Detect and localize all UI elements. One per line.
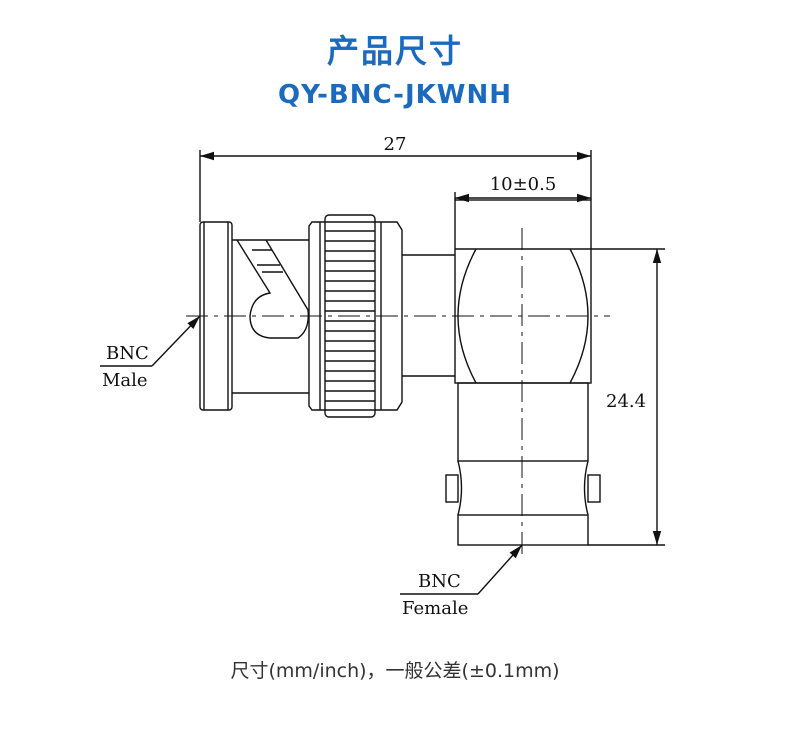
callout-male-line2: Male — [102, 370, 148, 391]
callout-female-line1: BNC — [418, 571, 461, 592]
dim-head-width: 10±0.5 — [490, 174, 557, 195]
page-title: 产品尺寸 — [326, 32, 463, 70]
callout-female-line2: Female — [402, 598, 468, 619]
callout-male-line1: BNC — [106, 343, 149, 364]
right-angle-body — [445, 199, 601, 546]
dim-height: 24.4 — [606, 391, 646, 412]
model-number: QY-BNC-JKWNH — [278, 80, 512, 110]
dim-total-length: 27 — [384, 134, 407, 155]
tolerance-note: 尺寸(mm/inch)，一般公差(±0.1mm) — [230, 660, 560, 682]
